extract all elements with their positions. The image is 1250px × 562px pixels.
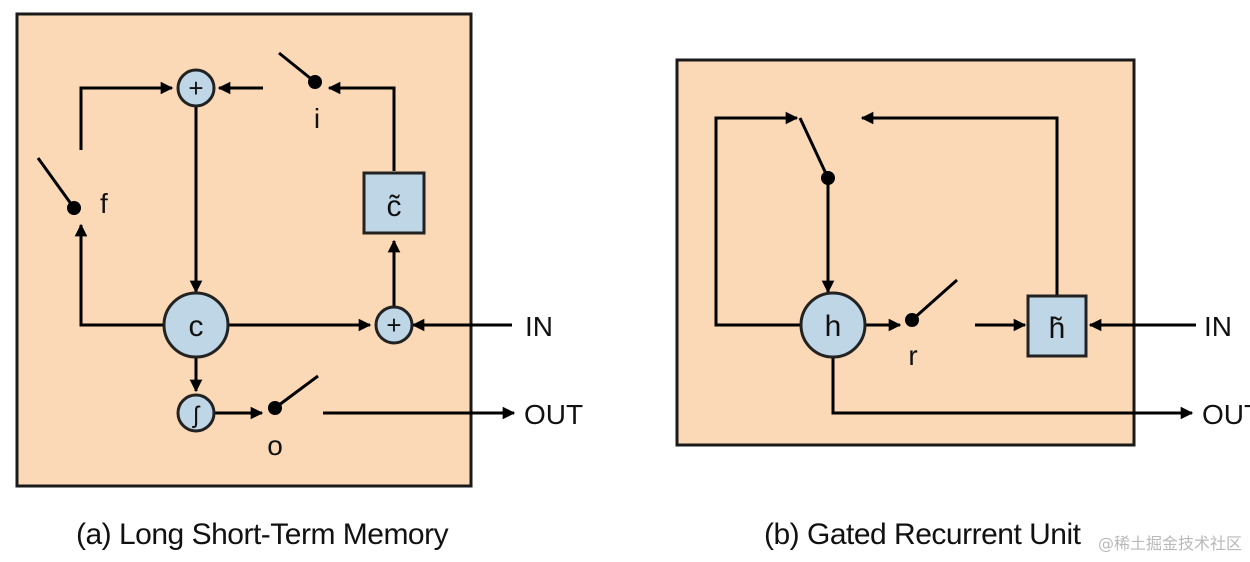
gru-wire-h-loop bbox=[714, 111, 800, 327]
lstm-top-plus-node bbox=[176, 68, 216, 108]
lstm-panel bbox=[15, 12, 473, 488]
watermark: @稀土掘金技术社区 bbox=[1097, 534, 1242, 553]
gru-switch-r bbox=[911, 278, 958, 322]
lstm-top-plus-symbol: + bbox=[188, 73, 203, 103]
lstm-switch-i bbox=[278, 51, 316, 84]
gru-caption: (b) Gated Recurrent Unit bbox=[764, 518, 1081, 551]
gru-gate-r-label: r bbox=[908, 340, 917, 371]
lstm-cell-node bbox=[162, 291, 230, 359]
lstm-input-plus-symbol: + bbox=[386, 310, 401, 340]
lstm-caption: (a) Long Short-Term Memory bbox=[76, 518, 449, 551]
lstm-gate-i-label: i bbox=[314, 103, 320, 134]
lstm-in-label: IN bbox=[525, 311, 553, 342]
lstm-out-label: OUT bbox=[524, 399, 583, 430]
gru-wire-out bbox=[831, 358, 1194, 420]
lstm-candidate-label: c̃ bbox=[387, 190, 402, 223]
gru-in-label: IN bbox=[1204, 311, 1232, 342]
lstm-diagram: + + c ʃ c̃ f i o IN OUT bbox=[15, 12, 583, 488]
lstm-cell-label: c bbox=[189, 310, 204, 343]
gru-hidden-label: h bbox=[825, 310, 842, 343]
lstm-switch-o bbox=[274, 374, 319, 410]
lstm-switch-f-pivot bbox=[67, 201, 81, 215]
lstm-squash-node bbox=[176, 393, 216, 433]
lstm-wire-ctilde-to-i bbox=[327, 81, 396, 171]
lstm-switch-o-pivot bbox=[268, 401, 282, 415]
gru-wire-htilde-to-switch bbox=[860, 111, 1059, 296]
lstm-squash-symbol: ʃ bbox=[191, 402, 200, 429]
gru-switch-z-pivot bbox=[821, 171, 835, 185]
gru-switch-r-pivot bbox=[905, 313, 919, 327]
gru-switch-z bbox=[798, 117, 830, 179]
lstm-switch-i-pivot bbox=[308, 75, 322, 89]
lstm-wire-c-to-f bbox=[74, 223, 168, 327]
lstm-input-plus-node bbox=[374, 305, 414, 345]
gru-candidate-node bbox=[1026, 294, 1088, 358]
gru-out-label: OUT bbox=[1202, 399, 1250, 430]
lstm-gate-f-label: f bbox=[100, 188, 108, 219]
gru-candidate-label: h̃ bbox=[1049, 312, 1066, 345]
gru-hidden-node bbox=[799, 291, 867, 359]
lstm-switch-f bbox=[36, 157, 76, 209]
gru-diagram: h h̃ r IN OUT bbox=[675, 58, 1250, 447]
lstm-candidate-node bbox=[362, 171, 426, 235]
lstm-wire-f-to-plus bbox=[79, 81, 174, 150]
lstm-gate-o-label: o bbox=[267, 430, 283, 461]
